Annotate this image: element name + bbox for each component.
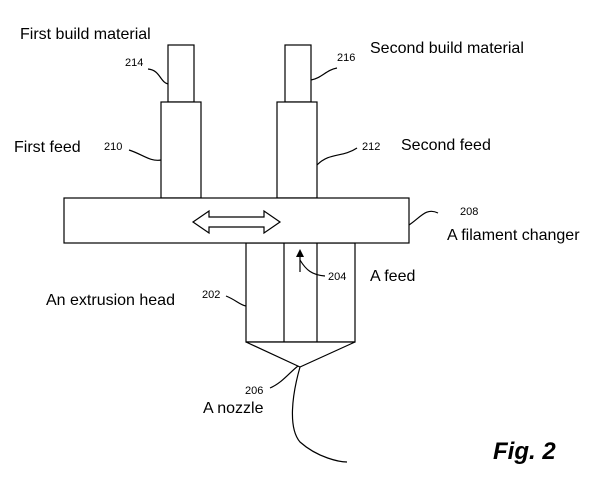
ref-204: 204 — [328, 271, 346, 283]
leader-216 — [310, 67, 338, 81]
leader-212 — [316, 147, 358, 166]
ref-214: 214 — [125, 57, 143, 69]
first-feed-label: First feed — [14, 139, 81, 156]
first-build-material — [167, 44, 195, 103]
ref-206: 206 — [245, 385, 263, 397]
filament-changer-label: A filament changer — [447, 227, 580, 244]
leader-202 — [225, 295, 247, 307]
ref-202: 202 — [202, 289, 220, 301]
feed-up-arrow-icon — [296, 249, 304, 257]
second-feed — [276, 101, 318, 199]
extrusion-head-label: An extrusion head — [46, 292, 175, 309]
figure-label: Fig. 2 — [493, 438, 556, 465]
second-build-material-label: Second build material — [370, 40, 524, 57]
ref-216: 216 — [337, 52, 355, 64]
ref-212: 212 — [362, 141, 380, 153]
ref-210: 210 — [104, 141, 122, 153]
first-build-material-label: First build material — [20, 26, 151, 43]
leader-204 — [299, 259, 326, 277]
nozzle-label: A nozzle — [203, 400, 264, 417]
feed-label: A feed — [370, 268, 415, 285]
ref-208: 208 — [460, 206, 478, 218]
leader-214 — [147, 68, 169, 85]
second-feed-label: Second feed — [401, 137, 491, 154]
double-arrow-icon — [191, 209, 282, 235]
nozzle — [245, 341, 356, 368]
second-build-material — [284, 44, 312, 103]
leader-208 — [408, 210, 439, 226]
leader-206 — [269, 365, 299, 389]
first-feed — [160, 101, 202, 199]
extruded-filament — [291, 366, 348, 463]
leader-210 — [128, 149, 162, 161]
